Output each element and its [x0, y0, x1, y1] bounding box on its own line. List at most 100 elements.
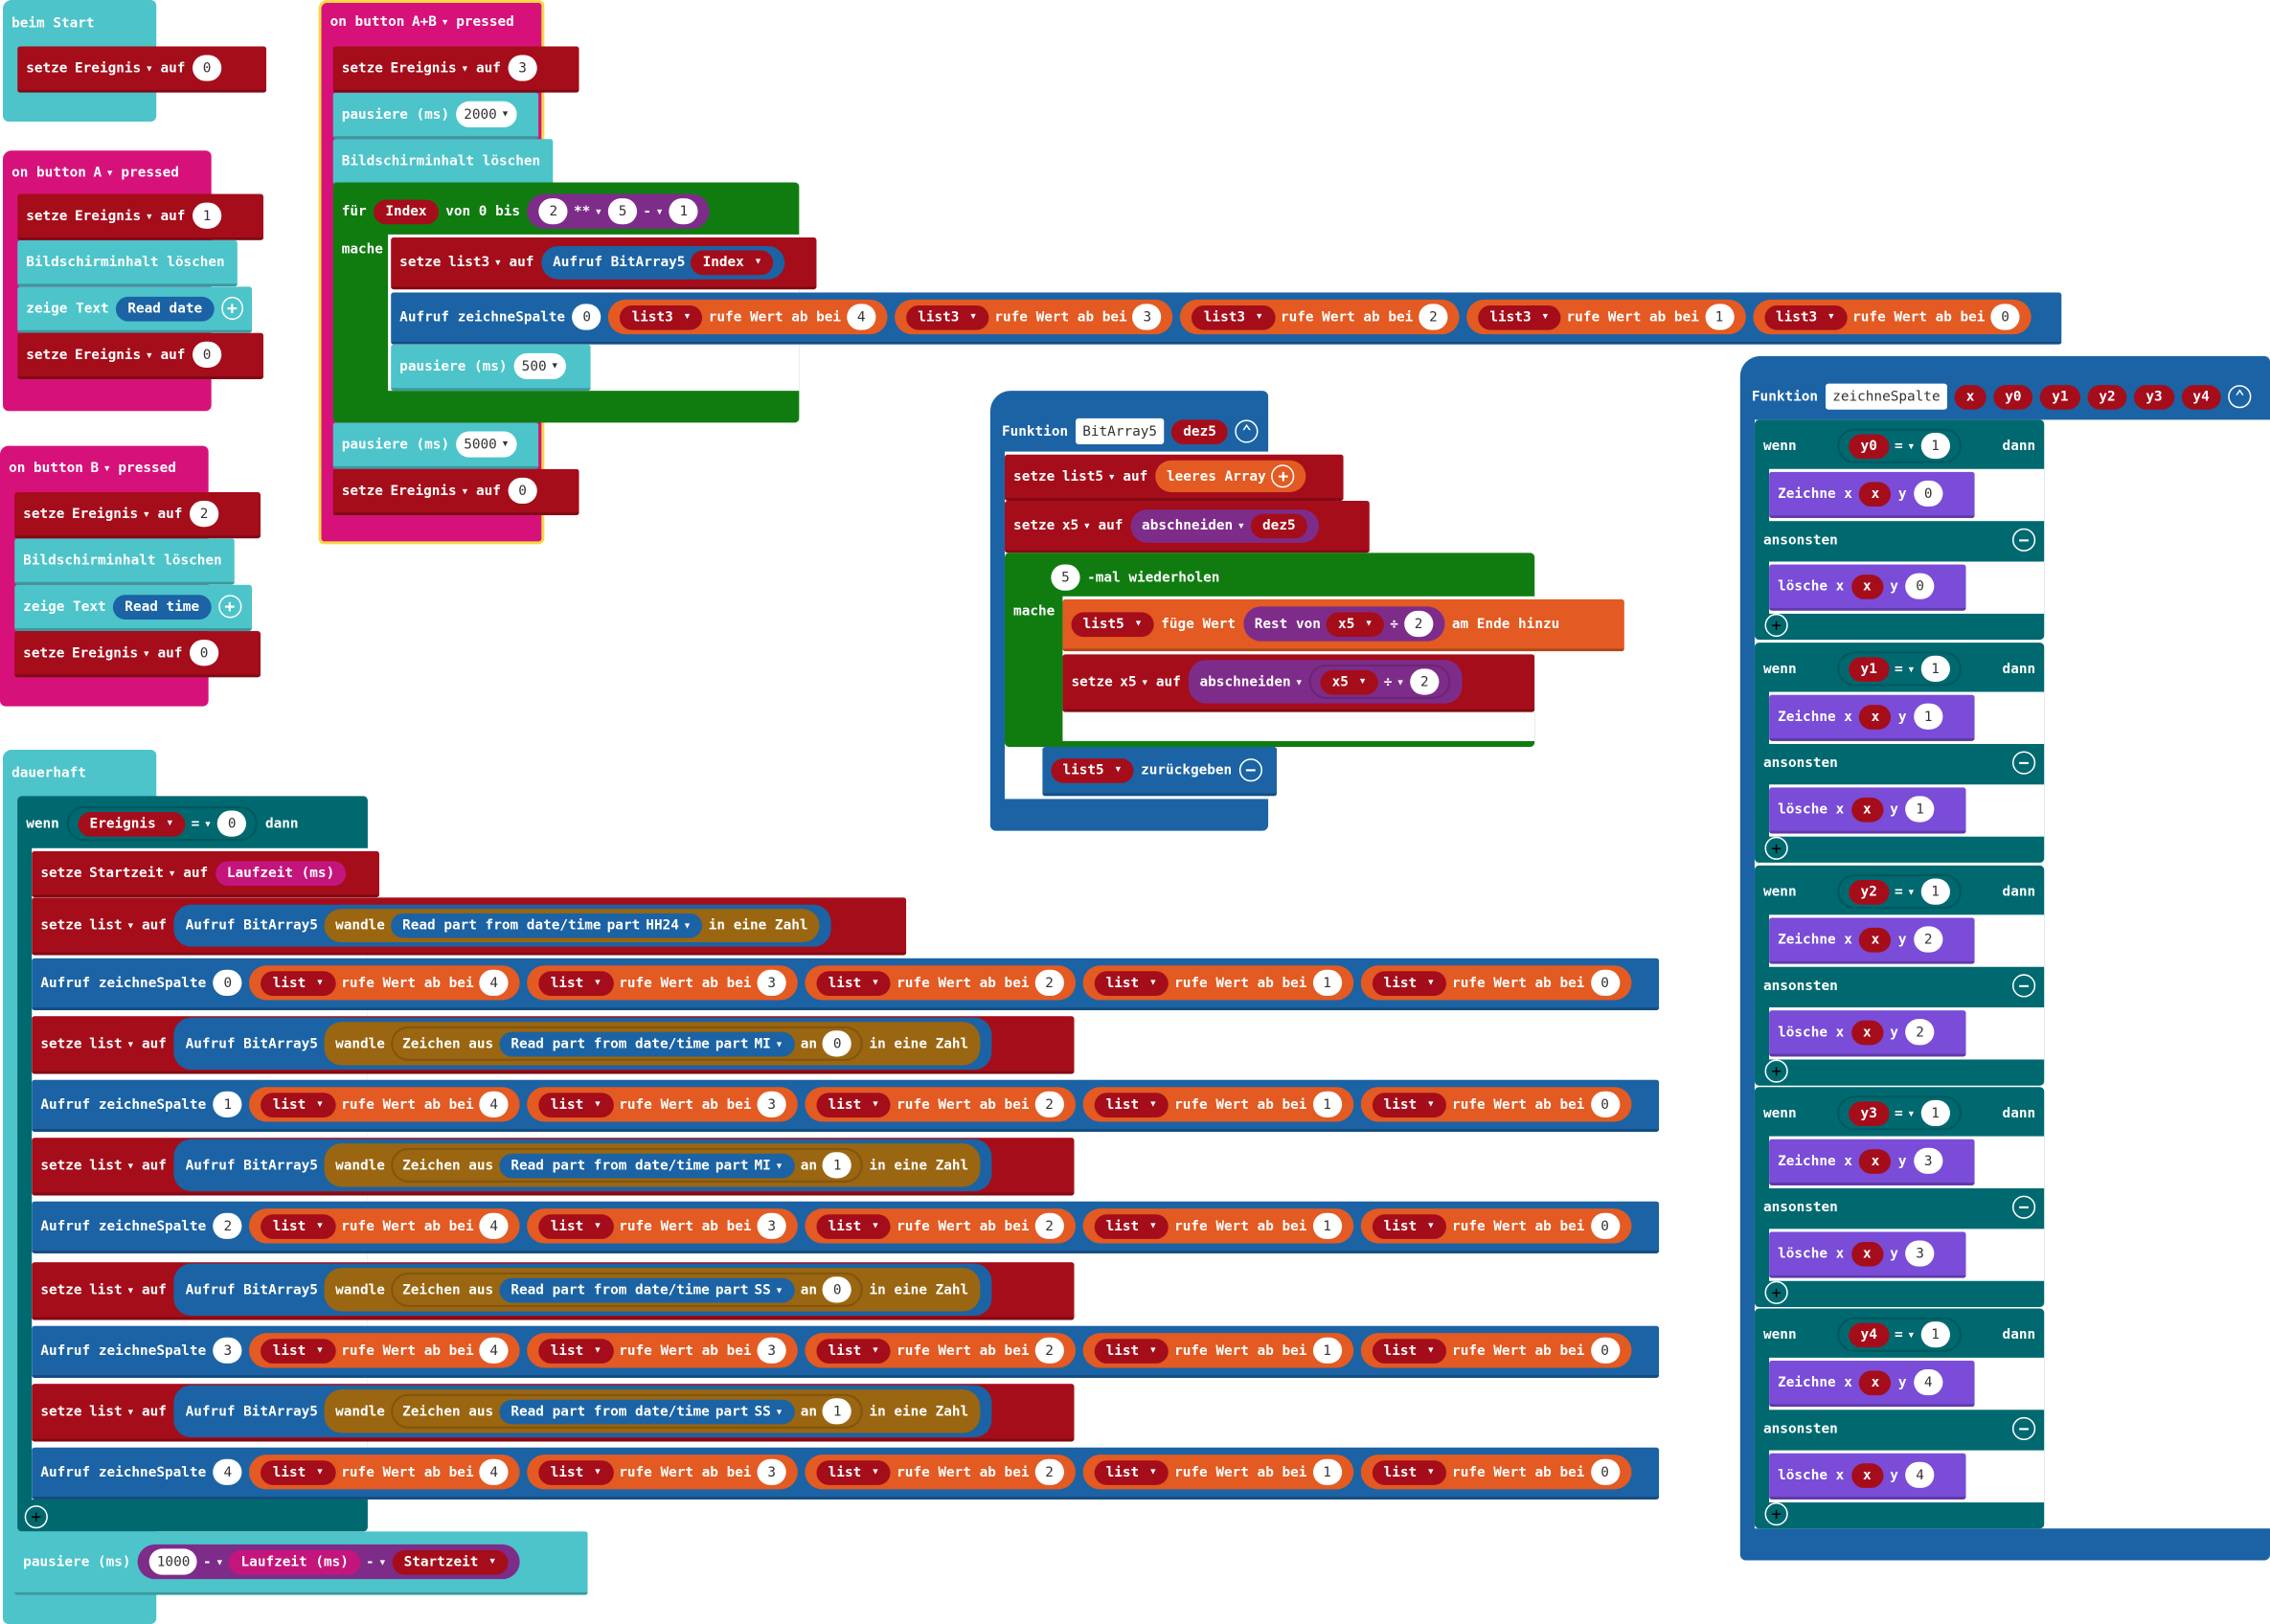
- number-input[interactable]: 1: [1920, 1099, 1950, 1127]
- y-variable[interactable]: y2: [1849, 879, 1889, 904]
- add-else-icon[interactable]: +: [1764, 1502, 1788, 1526]
- list-variable[interactable]: list: [816, 1338, 892, 1364]
- operator-dropdown[interactable]: ÷: [1384, 674, 1404, 690]
- y-variable[interactable]: y0: [1849, 433, 1889, 459]
- remove-icon[interactable]: −: [2011, 751, 2036, 775]
- number-input[interactable]: 4: [1905, 1461, 1935, 1488]
- number-input[interactable]: 2: [1914, 926, 1943, 953]
- read-date-block[interactable]: Read date: [116, 296, 215, 321]
- list-variable[interactable]: list: [261, 1213, 336, 1239]
- number-input[interactable]: 1: [1312, 1337, 1342, 1364]
- number-input[interactable]: 1: [1905, 796, 1935, 823]
- parameter-dez5[interactable]: dez5: [1171, 418, 1228, 444]
- variable-dropdown[interactable]: list3: [448, 254, 502, 270]
- number-input[interactable]: 4: [479, 969, 509, 996]
- pausiere-block[interactable]: pausiere (ms) 2000: [332, 92, 539, 140]
- number-input[interactable]: 4: [479, 1212, 509, 1239]
- setze-list-block[interactable]: setzelistauf Aufruf BitArray5 wandle Zei…: [32, 1262, 1075, 1320]
- aufruf-zeichnespalte-block[interactable]: Aufruf zeichneSpalte 0 list3rufe Wert ab…: [391, 292, 2062, 345]
- operator-dropdown[interactable]: =: [1895, 661, 1915, 677]
- setze-list-block[interactable]: setzelistauf Aufruf BitArray5 wandle Zei…: [32, 1138, 1075, 1196]
- x-variable[interactable]: x: [1859, 481, 1892, 507]
- number-input[interactable]: 2: [1034, 1337, 1064, 1364]
- pause-dropdown[interactable]: 5000: [456, 431, 517, 458]
- list-variable[interactable]: list: [538, 970, 614, 996]
- repeat-header[interactable]: 5 -mal wiederholen: [1042, 558, 1228, 596]
- pow-expression[interactable]: 2 ** 5 - 1: [527, 193, 711, 229]
- list-variable[interactable]: list: [261, 1092, 336, 1117]
- list-variable[interactable]: list: [1094, 1338, 1169, 1364]
- setze-ereignis-block[interactable]: setze Ereignis auf 2: [14, 491, 261, 539]
- zeige-text-block[interactable]: zeige Text Read date +: [17, 286, 253, 333]
- number-input[interactable]: 1: [1312, 969, 1342, 996]
- number-input[interactable]: 0: [1590, 1458, 1620, 1485]
- compare-block[interactable]: y4 = 1: [1837, 1317, 1962, 1352]
- list-variable[interactable]: list: [1372, 970, 1447, 996]
- y-variable[interactable]: y4: [1849, 1321, 1889, 1347]
- number-input[interactable]: 0: [1914, 480, 1943, 508]
- setze-list-block[interactable]: setzelistauf Aufruf BitArray5 wandle Rea…: [32, 897, 907, 956]
- operator-dropdown[interactable]: =: [1895, 1326, 1915, 1342]
- wandle-block[interactable]: wandle Zeichen aus Read part from date/t…: [323, 1143, 981, 1187]
- list-variable[interactable]: list: [261, 1459, 336, 1485]
- ereignis-variable[interactable]: Ereignis: [78, 811, 186, 836]
- number-input[interactable]: 0: [572, 304, 602, 330]
- ereignis-dropdown[interactable]: Ereignis: [391, 483, 469, 499]
- list-variable[interactable]: list: [816, 1459, 892, 1485]
- operator-dropdown[interactable]: =: [1895, 1105, 1915, 1121]
- startzeit-variable[interactable]: Startzeit: [392, 1549, 509, 1574]
- part-dropdown[interactable]: MI: [755, 1036, 783, 1052]
- number-input[interactable]: 1: [1920, 655, 1950, 682]
- variable-dropdown[interactable]: list: [89, 1403, 134, 1419]
- setze-list5-block[interactable]: setzelist5auf leeres Array+: [1004, 454, 1344, 502]
- x-variable[interactable]: x: [1859, 1148, 1892, 1174]
- number-input[interactable]: 4: [213, 1458, 243, 1485]
- number-input[interactable]: 0: [1590, 969, 1620, 996]
- x-variable[interactable]: x: [1859, 927, 1892, 952]
- operator-dropdown[interactable]: =: [1895, 438, 1915, 454]
- y-variable[interactable]: y1: [1849, 656, 1889, 682]
- add-icon[interactable]: +: [1271, 464, 1295, 488]
- x-variable[interactable]: x: [1850, 797, 1883, 822]
- number-input[interactable]: 1: [823, 1152, 852, 1179]
- x5-variable[interactable]: x5: [1326, 611, 1385, 637]
- number-input[interactable]: 3: [757, 969, 786, 996]
- number-input[interactable]: 3: [1132, 304, 1162, 330]
- add-else-icon[interactable]: +: [1764, 1280, 1788, 1304]
- operator-dropdown[interactable]: **: [574, 203, 602, 219]
- abschneiden-dropdown[interactable]: abschneiden: [1200, 674, 1304, 690]
- bildschirm-loeschen-block[interactable]: Bildschirminhalt löschen: [332, 139, 554, 186]
- ereignis-dropdown[interactable]: Ereignis: [391, 60, 469, 77]
- list-variable[interactable]: list: [538, 1213, 614, 1239]
- part-dropdown[interactable]: SS: [755, 1403, 783, 1419]
- number-input[interactable]: 2: [1403, 610, 1434, 638]
- number-input[interactable]: 0: [823, 1276, 852, 1303]
- number-input[interactable]: 0: [823, 1030, 852, 1057]
- number-input[interactable]: 4: [1914, 1368, 1943, 1396]
- number-input[interactable]: 1: [192, 202, 222, 229]
- number-input[interactable]: 1: [1914, 703, 1943, 730]
- ansonsten-row[interactable]: ansonsten−: [1755, 521, 2044, 558]
- number-input[interactable]: 1: [1312, 1212, 1342, 1239]
- add-icon[interactable]: +: [217, 595, 241, 619]
- ansonsten-row[interactable]: ansonsten−: [1755, 967, 2044, 1004]
- number-input[interactable]: 1: [1920, 1321, 1950, 1348]
- number-input[interactable]: 2: [1419, 304, 1448, 330]
